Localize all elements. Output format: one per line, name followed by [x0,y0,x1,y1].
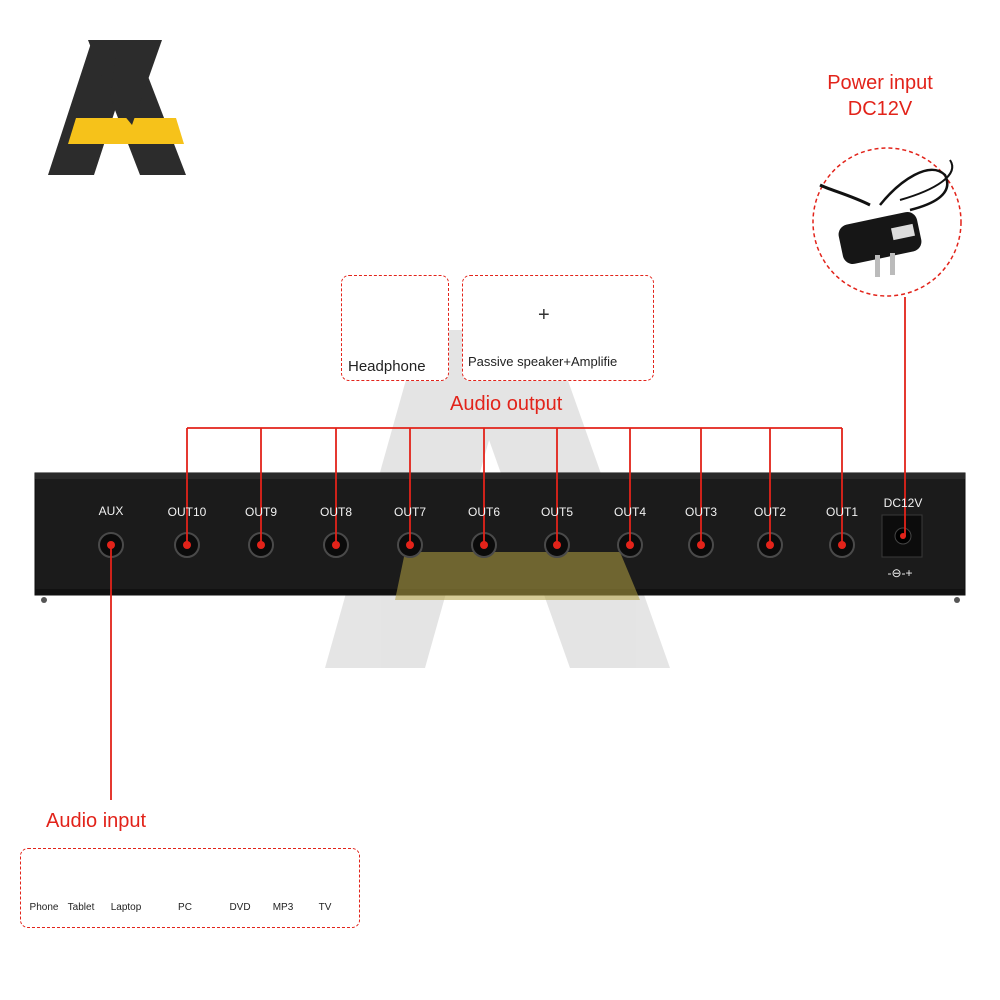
power-input-line2: DC12V [847,98,913,120]
out7-label: OUT7 [393,505,427,519]
power-adapter [812,147,962,297]
out6-label: OUT6 [467,505,501,519]
plus-sign: + [538,304,550,326]
out4-label: OUT4 [613,505,647,519]
input-device-label-tv: TV [318,902,332,913]
watermark-yellow [395,552,640,600]
out2-label: OUT2 [753,505,787,519]
audio-output-connectors [186,427,843,545]
headphone-label: Headphone [348,358,426,375]
dc-polarity-symbol: -⊖-+ [887,566,913,580]
out5-label: OUT5 [540,505,574,519]
out3-label: OUT3 [684,505,718,519]
aux-label: AUX [98,504,124,518]
out10-label: OUT10 [167,505,207,519]
power-input-title: Power input DC12V [805,70,955,122]
input-device-label-phone: Phone [29,902,59,913]
audio-output-label: Audio output [450,393,563,415]
passive-speaker-box [462,275,654,381]
input-device-label-dvd: DVD [229,902,251,913]
power-input-line1: Power input [827,72,933,94]
headphone-box [341,275,449,381]
input-device-label-laptop: Laptop [110,902,142,913]
input-device-label-mp3: MP3 [272,902,294,913]
dc12v-label: DC12V [883,496,923,510]
audio-input-label: Audio input [46,810,147,832]
dc-power-jack[interactable] [881,514,923,558]
input-device-label-tablet: Tablet [67,902,95,913]
input-device-label-pc: PC [178,902,192,913]
out1-label: OUT1 [825,505,859,519]
passive-speaker-label: Passive speaker+Amplifie [468,354,618,369]
out8-label: OUT8 [319,505,353,519]
input-devices-box [20,848,360,928]
brand-logo [48,40,186,175]
out9-label: OUT9 [244,505,278,519]
